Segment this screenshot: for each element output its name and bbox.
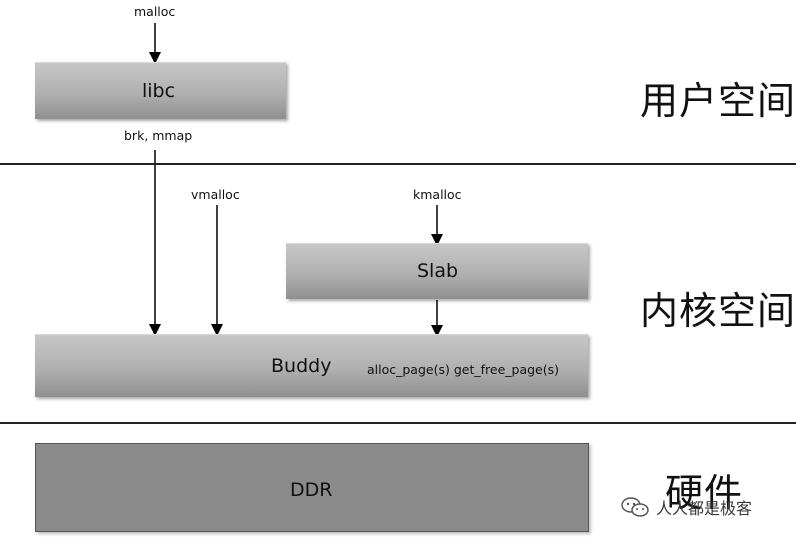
buddy-api-label: alloc_page(s) get_free_page(s) bbox=[367, 362, 559, 377]
kmalloc-label: kmalloc bbox=[413, 187, 462, 202]
malloc-label: malloc bbox=[134, 4, 176, 19]
watermark: 人人都是极客 bbox=[620, 495, 752, 519]
hardware-label: 硬件 bbox=[665, 471, 744, 515]
brk-mmap-label: brk, mmap bbox=[124, 128, 193, 143]
vmalloc-label: vmalloc bbox=[191, 187, 240, 202]
libc-box: libc bbox=[35, 62, 286, 119]
kernel-space-label: 内核空间 bbox=[640, 289, 796, 333]
buddy-label: Buddy bbox=[271, 355, 332, 377]
slab-label: Slab bbox=[417, 260, 459, 282]
wechat-icon bbox=[621, 497, 649, 517]
user-kernel-divider bbox=[0, 163, 796, 165]
ddr-box: DDR bbox=[35, 443, 589, 532]
ddr-label: DDR bbox=[290, 479, 333, 501]
libc-label: libc bbox=[142, 80, 176, 102]
kernel-hardware-divider bbox=[0, 422, 796, 424]
buddy-box: Buddy alloc_page(s) get_free_page(s) bbox=[35, 334, 588, 397]
user-space-label: 用户空间 bbox=[640, 79, 796, 123]
slab-box: Slab bbox=[286, 243, 588, 299]
watermark-text: 人人都是极客 bbox=[656, 499, 753, 518]
